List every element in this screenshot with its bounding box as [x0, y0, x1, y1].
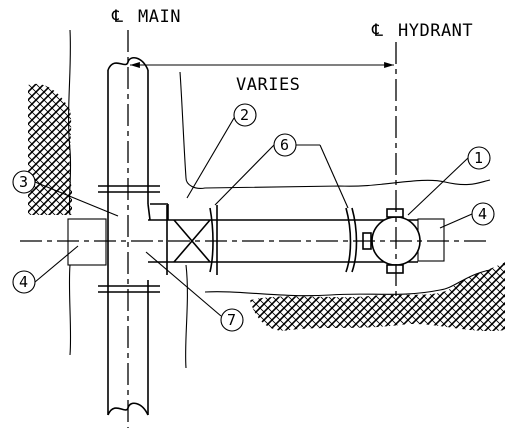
svg-text:℄: ℄: [111, 7, 123, 27]
thrust-block-right: [417, 218, 445, 262]
svg-text:3: 3: [19, 173, 28, 191]
cl-main-label: ℄ MAIN: [111, 7, 181, 27]
svg-text:4: 4: [19, 273, 28, 291]
thrust-block-left: [67, 218, 107, 266]
trench-outline: [68, 29, 72, 216]
svg-text:1: 1: [474, 149, 483, 167]
soil-hatch-left: [28, 83, 72, 215]
svg-text:6: 6: [280, 136, 289, 154]
svg-text:7: 7: [227, 311, 236, 329]
soil-hatch-bottom-right: [250, 262, 505, 332]
varies-label: VARIES: [236, 75, 300, 95]
callout-3: 3: [12, 170, 119, 217]
cl-main-text: MAIN: [138, 7, 181, 27]
svg-text:℄: ℄: [371, 21, 383, 41]
gate-valve: [166, 205, 218, 275]
callout-7: 7: [145, 251, 244, 332]
cl-hydrant-label: ℄ HYDRANT: [371, 21, 473, 41]
svg-text:2: 2: [240, 106, 249, 124]
callout-1: 1: [407, 146, 491, 216]
callout-4-right: 4: [439, 202, 495, 229]
callout-6: 6: [214, 133, 349, 209]
cl-hydrant-text: HYDRANT: [398, 21, 473, 41]
svg-text:4: 4: [478, 205, 487, 223]
callout-2: 2: [186, 103, 257, 199]
callout-4-left: 4: [12, 245, 79, 294]
